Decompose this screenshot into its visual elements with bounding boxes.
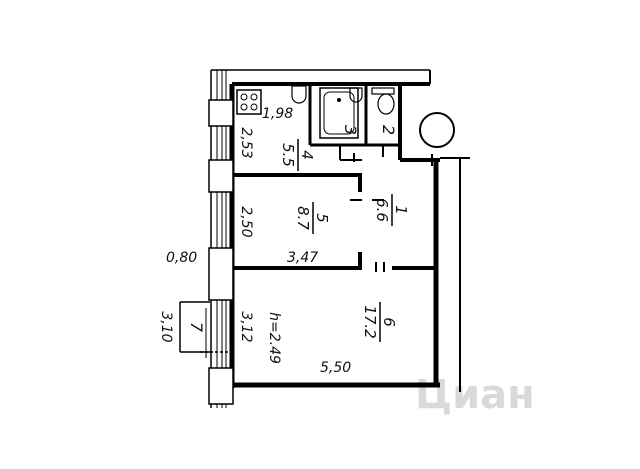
- room-area: 8.7: [294, 206, 312, 230]
- window-strip: [200, 70, 234, 408]
- fixtures: [236, 85, 455, 148]
- vent-icon: [419, 112, 455, 148]
- room-number: 7: [187, 322, 206, 333]
- dim-room5-bottom: 3,47: [287, 250, 318, 266]
- dim-window-width: 0,80: [166, 250, 197, 266]
- dim-kitchen-top: 1,98: [262, 106, 293, 122]
- bathtub-icon: [319, 87, 359, 139]
- room-6-label: 6 17.2: [361, 302, 398, 342]
- dim-room6-side: 3,12: [238, 311, 254, 342]
- balcony: [179, 301, 210, 353]
- room-3-label: 3: [341, 125, 360, 135]
- stove-icon: [236, 89, 262, 115]
- room-number: 5: [313, 213, 331, 223]
- dim-room5-side: 2,50: [238, 206, 254, 237]
- room-area: 6.6: [373, 198, 391, 222]
- toilet-tank-icon: [371, 87, 395, 95]
- toilet-bowl-icon: [377, 93, 395, 115]
- room-4-label: 4 5.5: [279, 139, 316, 171]
- bath-sink-icon: [349, 87, 363, 103]
- sink-icon: [291, 85, 307, 104]
- room-number: 6: [380, 317, 398, 327]
- room-7-label: 7: [187, 322, 206, 333]
- dim-balcony-side: 3,10: [158, 311, 174, 342]
- watermark: Циан: [415, 372, 535, 418]
- dimension-labels: 1,98 2,53 2,50 3,47 0,80 3,12 5,50 3,10 …: [158, 106, 351, 376]
- room-number: 2: [379, 125, 398, 135]
- room-labels: 1 6.6 2 3 4 5.5 5 8.7 6 17.2: [187, 125, 410, 342]
- room-number: 1: [392, 205, 410, 215]
- walls: [211, 69, 470, 392]
- room-5-label: 5 8.7: [294, 202, 331, 234]
- room-2-label: 2: [379, 125, 398, 135]
- room-number: 4: [298, 150, 316, 160]
- ceiling-height: h=2.49: [266, 312, 282, 364]
- dim-room6-bottom: 5,50: [320, 360, 351, 376]
- watermark-text: Циан: [415, 372, 535, 418]
- room-area: 5.5: [279, 143, 297, 167]
- room-number: 3: [341, 125, 360, 135]
- room-area: 17.2: [361, 305, 379, 338]
- room-1-label: 1 6.6: [373, 194, 410, 226]
- dim-kitchen-side: 2,53: [238, 127, 254, 158]
